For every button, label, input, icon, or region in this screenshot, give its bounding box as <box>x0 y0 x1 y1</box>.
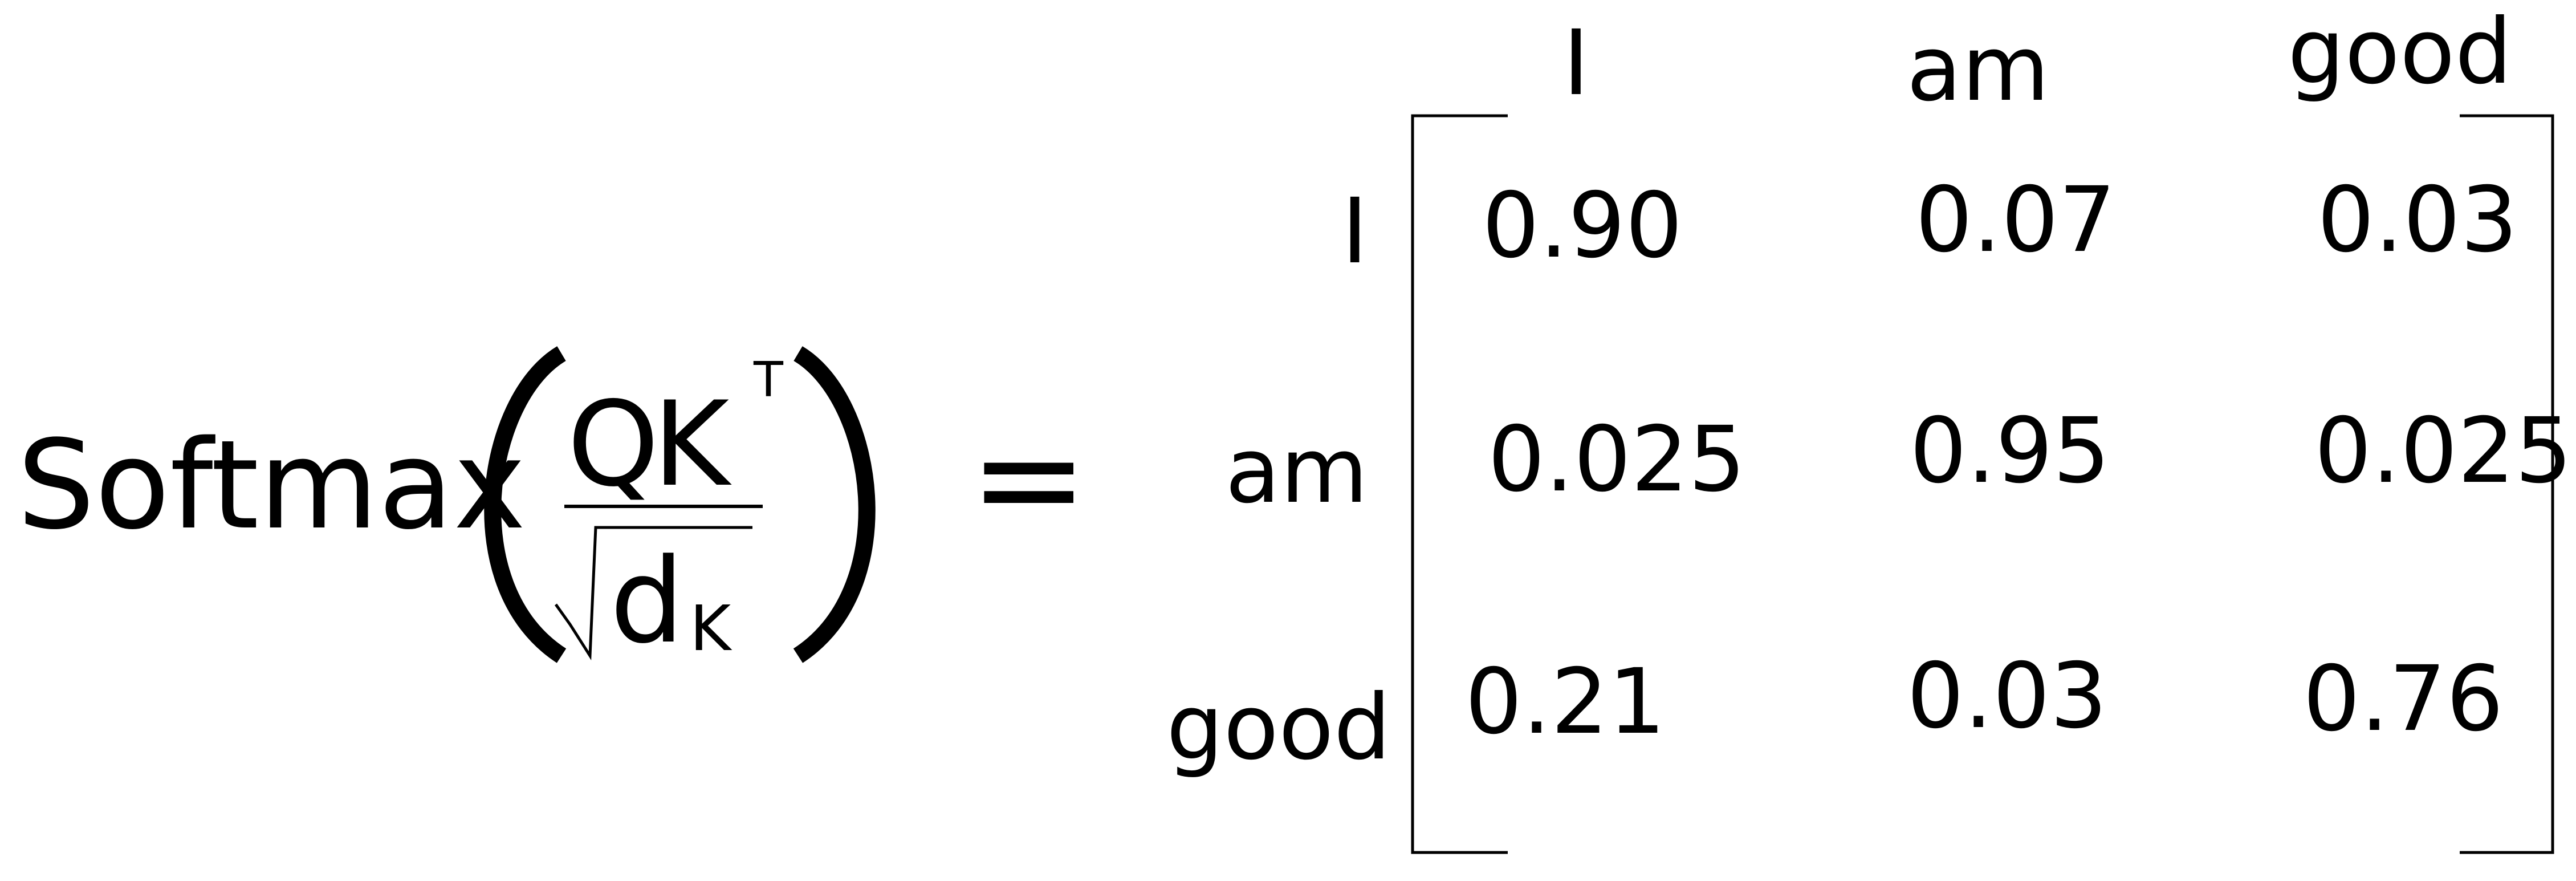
column-label-i: I <box>1563 11 1590 116</box>
matrix-cell-2-0: 0.21 <box>1465 649 1666 754</box>
matrix-cell-1-2: 0.025 <box>2314 399 2572 504</box>
right-parenthesis <box>793 346 876 663</box>
equals-sign: = <box>969 395 1088 561</box>
matrix-cell-2-1: 0.03 <box>1907 644 2107 749</box>
matrix-cell-2-2: 0.76 <box>2303 647 2504 752</box>
column-label-am: am <box>1907 17 2050 121</box>
column-label-good: good <box>2288 0 2512 104</box>
denominator-d: d <box>610 534 684 669</box>
matrix-cell-0-2: 0.03 <box>2317 168 2518 273</box>
left-parenthesis <box>484 346 567 663</box>
matrix-cell-1-0: 0.025 <box>1488 407 1745 512</box>
sqrt-sign <box>554 526 752 661</box>
denominator-subscript: K <box>690 592 732 665</box>
function-name: Softmax <box>17 413 526 557</box>
numerator-k: K <box>653 377 732 513</box>
matrix-cell-0-1: 0.07 <box>1915 168 2116 273</box>
numerator-superscript: T <box>753 352 784 408</box>
row-label-am: am <box>1225 419 1368 523</box>
matrix-right-bracket <box>2460 114 2554 854</box>
matrix-cell-1-1: 0.95 <box>1910 399 2110 504</box>
row-label-good: good <box>1166 675 1391 780</box>
numerator-q: Q <box>567 377 659 513</box>
row-label-i: I <box>1341 179 1368 284</box>
matrix-left-bracket <box>1411 114 1508 854</box>
matrix-cell-0-0: 0.90 <box>1482 173 1683 278</box>
